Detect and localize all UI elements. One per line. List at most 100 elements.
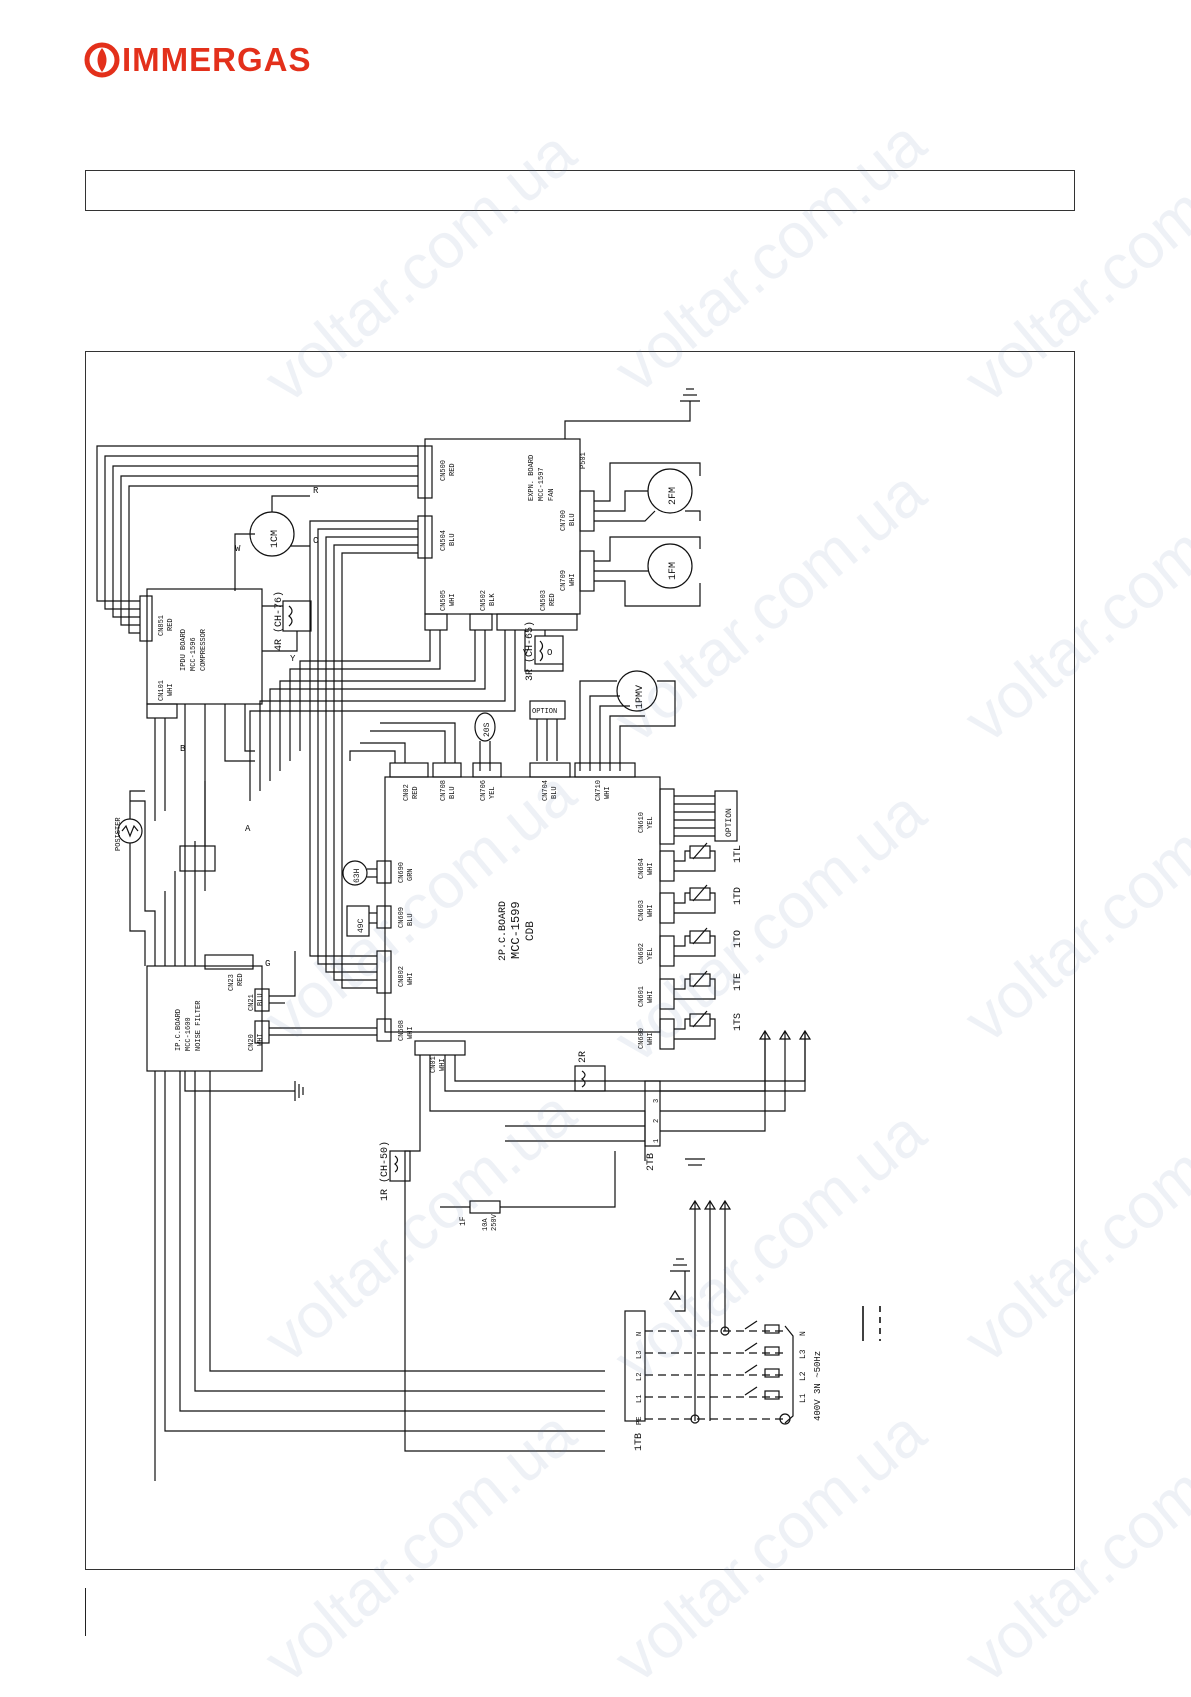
option-side-label: OPTION (725, 808, 734, 837)
flame-logo-icon (84, 42, 120, 78)
sensor-group (674, 842, 716, 1040)
cn704-color: BLU (551, 786, 559, 799)
cn690-label: CN690 (398, 862, 406, 883)
main-board-label-2: MCC-1599 (509, 901, 523, 959)
supply-rating: 400V 3N ~50Hz (813, 1351, 823, 1421)
cn601-label: CN601 (638, 986, 646, 1007)
main-board-label-3: CDB (525, 921, 537, 941)
page-margin-rule (85, 1588, 87, 1636)
reactor-3r-label: 3R (CH-65) (524, 621, 536, 681)
cn802-label: CN802 (398, 966, 406, 987)
cn101-label: CN101 (158, 680, 166, 701)
diagram-frame (85, 351, 1075, 1570)
cn21-connector (254, 988, 270, 1012)
cn505-label: CN505 (440, 590, 448, 611)
reactor-1r-label: 1R (CH-50) (379, 1141, 391, 1201)
wire-label-v-1: V (523, 648, 529, 658)
cn02-label: CN02 (403, 784, 411, 801)
supply-l3: L3 (799, 1349, 808, 1359)
wire-label-w-1: W (235, 544, 241, 554)
noise-board-label-3: NOISE FILTER (195, 1000, 203, 1051)
cn603-label: CN603 (638, 900, 646, 921)
supply-n: N (799, 1331, 808, 1336)
thermal-49c-label: 49C (357, 918, 366, 933)
reactor-2r-label: 2R (578, 1051, 589, 1063)
cn601-color: WHI (647, 990, 655, 1003)
cn802-connector (376, 950, 392, 994)
reactor-1r (389, 1150, 411, 1182)
cn602-connector (659, 935, 675, 967)
compressor-board-label-3: COMPRESSOR (200, 628, 208, 671)
cn01-connector (414, 1040, 466, 1056)
cn709-connector (579, 550, 595, 592)
fan-board-label-1: EXPN. BOARD (528, 455, 536, 501)
fuse-rating-2: 250V (491, 1213, 499, 1231)
supply-l2: L2 (799, 1371, 808, 1381)
cn706-label: CN706 (480, 780, 488, 801)
cn23-color: RED (237, 973, 245, 986)
cn710-label: CN710 (595, 780, 603, 801)
sensor-1td-label: 1TD (733, 887, 744, 905)
cn504-color: BLU (449, 533, 457, 546)
cn500-color: RED (449, 463, 457, 476)
sensor-1to-label: 1TO (733, 930, 744, 948)
cn23-connector (204, 954, 254, 970)
thermal-49c (346, 905, 370, 937)
cn101-color: WHI (167, 683, 175, 696)
cn600-color: WHI (647, 1032, 655, 1045)
fan-board-label-3: FAN (548, 488, 556, 501)
cn604-label: CN604 (638, 858, 646, 879)
cn802-color: WHI (407, 972, 415, 985)
cn02-connector (389, 762, 429, 778)
wire-label-o-1: O (547, 648, 552, 658)
cn709-label: CN709 (560, 570, 568, 591)
cn601-connector (659, 978, 675, 1010)
supply-l1: L1 (799, 1393, 808, 1403)
pmv-valve (616, 670, 658, 712)
cn690-connector (376, 860, 392, 884)
brand-name: IMMERGAS (122, 41, 312, 78)
cn851-color: RED (167, 618, 175, 631)
cn609-color: BLU (407, 913, 415, 926)
wire-label-r-1: R (313, 486, 319, 496)
cn609-connector (376, 905, 392, 929)
reactor-3r (534, 635, 564, 665)
cn503-label: CN503 (540, 590, 548, 611)
cn610-label: CN610 (638, 812, 646, 833)
cn500-label: CN500 (440, 460, 448, 481)
wiring-schematic: EXPN. BOARD MCC-1597 FAN CN500 RED CN504… (96, 388, 881, 1481)
cn710-color: WHI (604, 786, 612, 799)
cn851-label: CN851 (158, 615, 166, 636)
fan-1fm-motor (647, 543, 693, 589)
tb2-1: 1 (653, 1139, 661, 1143)
valve-20s (474, 712, 496, 742)
cn700-connector (579, 490, 595, 532)
cn502-label: CN502 (480, 590, 488, 611)
cn602-color: YEL (647, 947, 655, 960)
cn706-connector (472, 762, 502, 778)
cn01-color: WHI (439, 1058, 447, 1071)
cn604-connector (659, 850, 675, 882)
cn704-connector (529, 762, 571, 778)
brand-logo: IMMERGAS (84, 40, 312, 80)
cn20-connector (254, 1020, 270, 1044)
tb2-2: 2 (653, 1119, 661, 1123)
terminal-1tb (624, 1310, 646, 1422)
cn708-connector (432, 762, 462, 778)
compressor-board-label-1: IPDU BOARD (180, 629, 188, 671)
wire-label-g-1: G (265, 959, 270, 969)
cn700-label: CN700 (560, 510, 568, 531)
cn503-connector (496, 613, 578, 631)
cn608-connector (376, 1018, 392, 1042)
fuse-rating-1: 10A (482, 1218, 490, 1231)
cn20-label: CN20 (248, 1034, 256, 1051)
reactor-2r (574, 1065, 606, 1092)
cn610-connector (659, 788, 675, 845)
pressure-63h-label: 63H (353, 868, 362, 883)
cn710-connector (574, 762, 636, 778)
cn500-connector (417, 445, 433, 499)
cn700-color: BLU (569, 513, 577, 526)
cn608-color: WHI (407, 1026, 415, 1039)
reactor-4r-label: 4R (CH-76) (273, 591, 285, 651)
option-side-box (714, 790, 738, 842)
